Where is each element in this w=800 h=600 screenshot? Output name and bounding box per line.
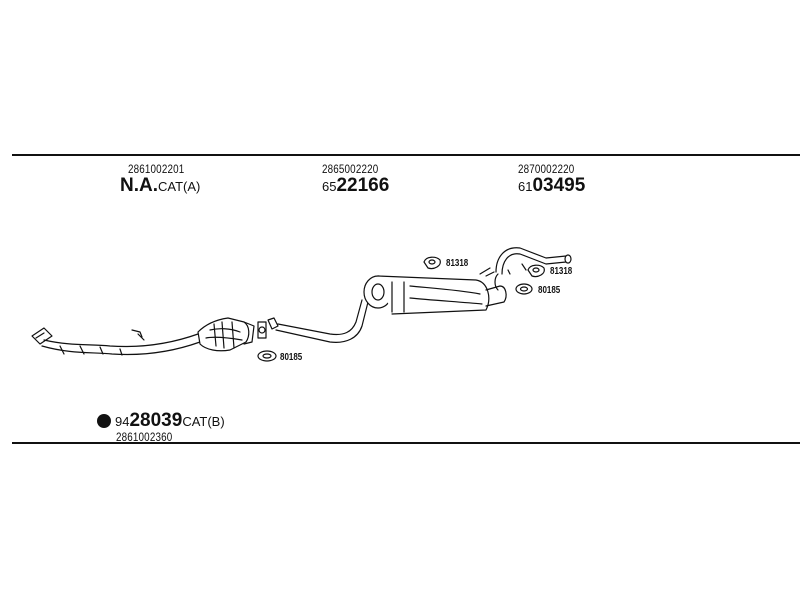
silencer-icon xyxy=(363,267,507,315)
part-code-3: 6103495 xyxy=(518,175,585,197)
tail-pipe-icon xyxy=(494,247,572,291)
gasket-label-mid: 80185 xyxy=(280,352,303,363)
part-code-bottom-suffix: CAT(B) xyxy=(182,414,225,429)
part-code-3-prefix: 61 xyxy=(518,179,533,194)
part-code-1-main: N.A. xyxy=(120,175,158,196)
hanger-label-mid: 81318 xyxy=(446,258,469,269)
part-code-2-prefix: 65 xyxy=(322,179,337,194)
hanger-icon-right xyxy=(521,263,545,278)
gasket-icon-right xyxy=(515,283,533,295)
part-code-bottom-main: 28039 xyxy=(129,410,183,431)
hanger-icon-mid xyxy=(423,256,441,270)
part-number-3: 2870002220 xyxy=(518,162,575,176)
part-code-2: 6522166 xyxy=(322,175,389,197)
front-pipe-icon xyxy=(31,327,201,356)
part-code-1: N.A.CAT(A) xyxy=(120,175,200,197)
intermediate-pipe-icon xyxy=(267,299,369,343)
part-code-1-suffix: CAT(A) xyxy=(158,179,201,194)
gasket-label-right: 80185 xyxy=(538,285,561,296)
part-code-bottom: 9428039CAT(B) xyxy=(115,410,225,432)
catalytic-converter-icon xyxy=(197,317,255,352)
hanger-label-right: 81318 xyxy=(550,266,573,277)
bullet-icon xyxy=(97,414,111,428)
flange-icon xyxy=(257,321,267,339)
bottom-rule xyxy=(12,442,800,444)
part-code-2-main: 22166 xyxy=(336,175,390,196)
gasket-icon-mid xyxy=(257,350,277,362)
part-number-2: 2865002220 xyxy=(322,162,379,176)
part-code-3-main: 03495 xyxy=(532,175,586,196)
part-code-bottom-prefix: 94 xyxy=(115,414,130,429)
part-number-bottom: 2861002360 xyxy=(116,430,173,444)
part-number-1: 2861002201 xyxy=(128,162,185,176)
top-rule xyxy=(12,154,800,156)
